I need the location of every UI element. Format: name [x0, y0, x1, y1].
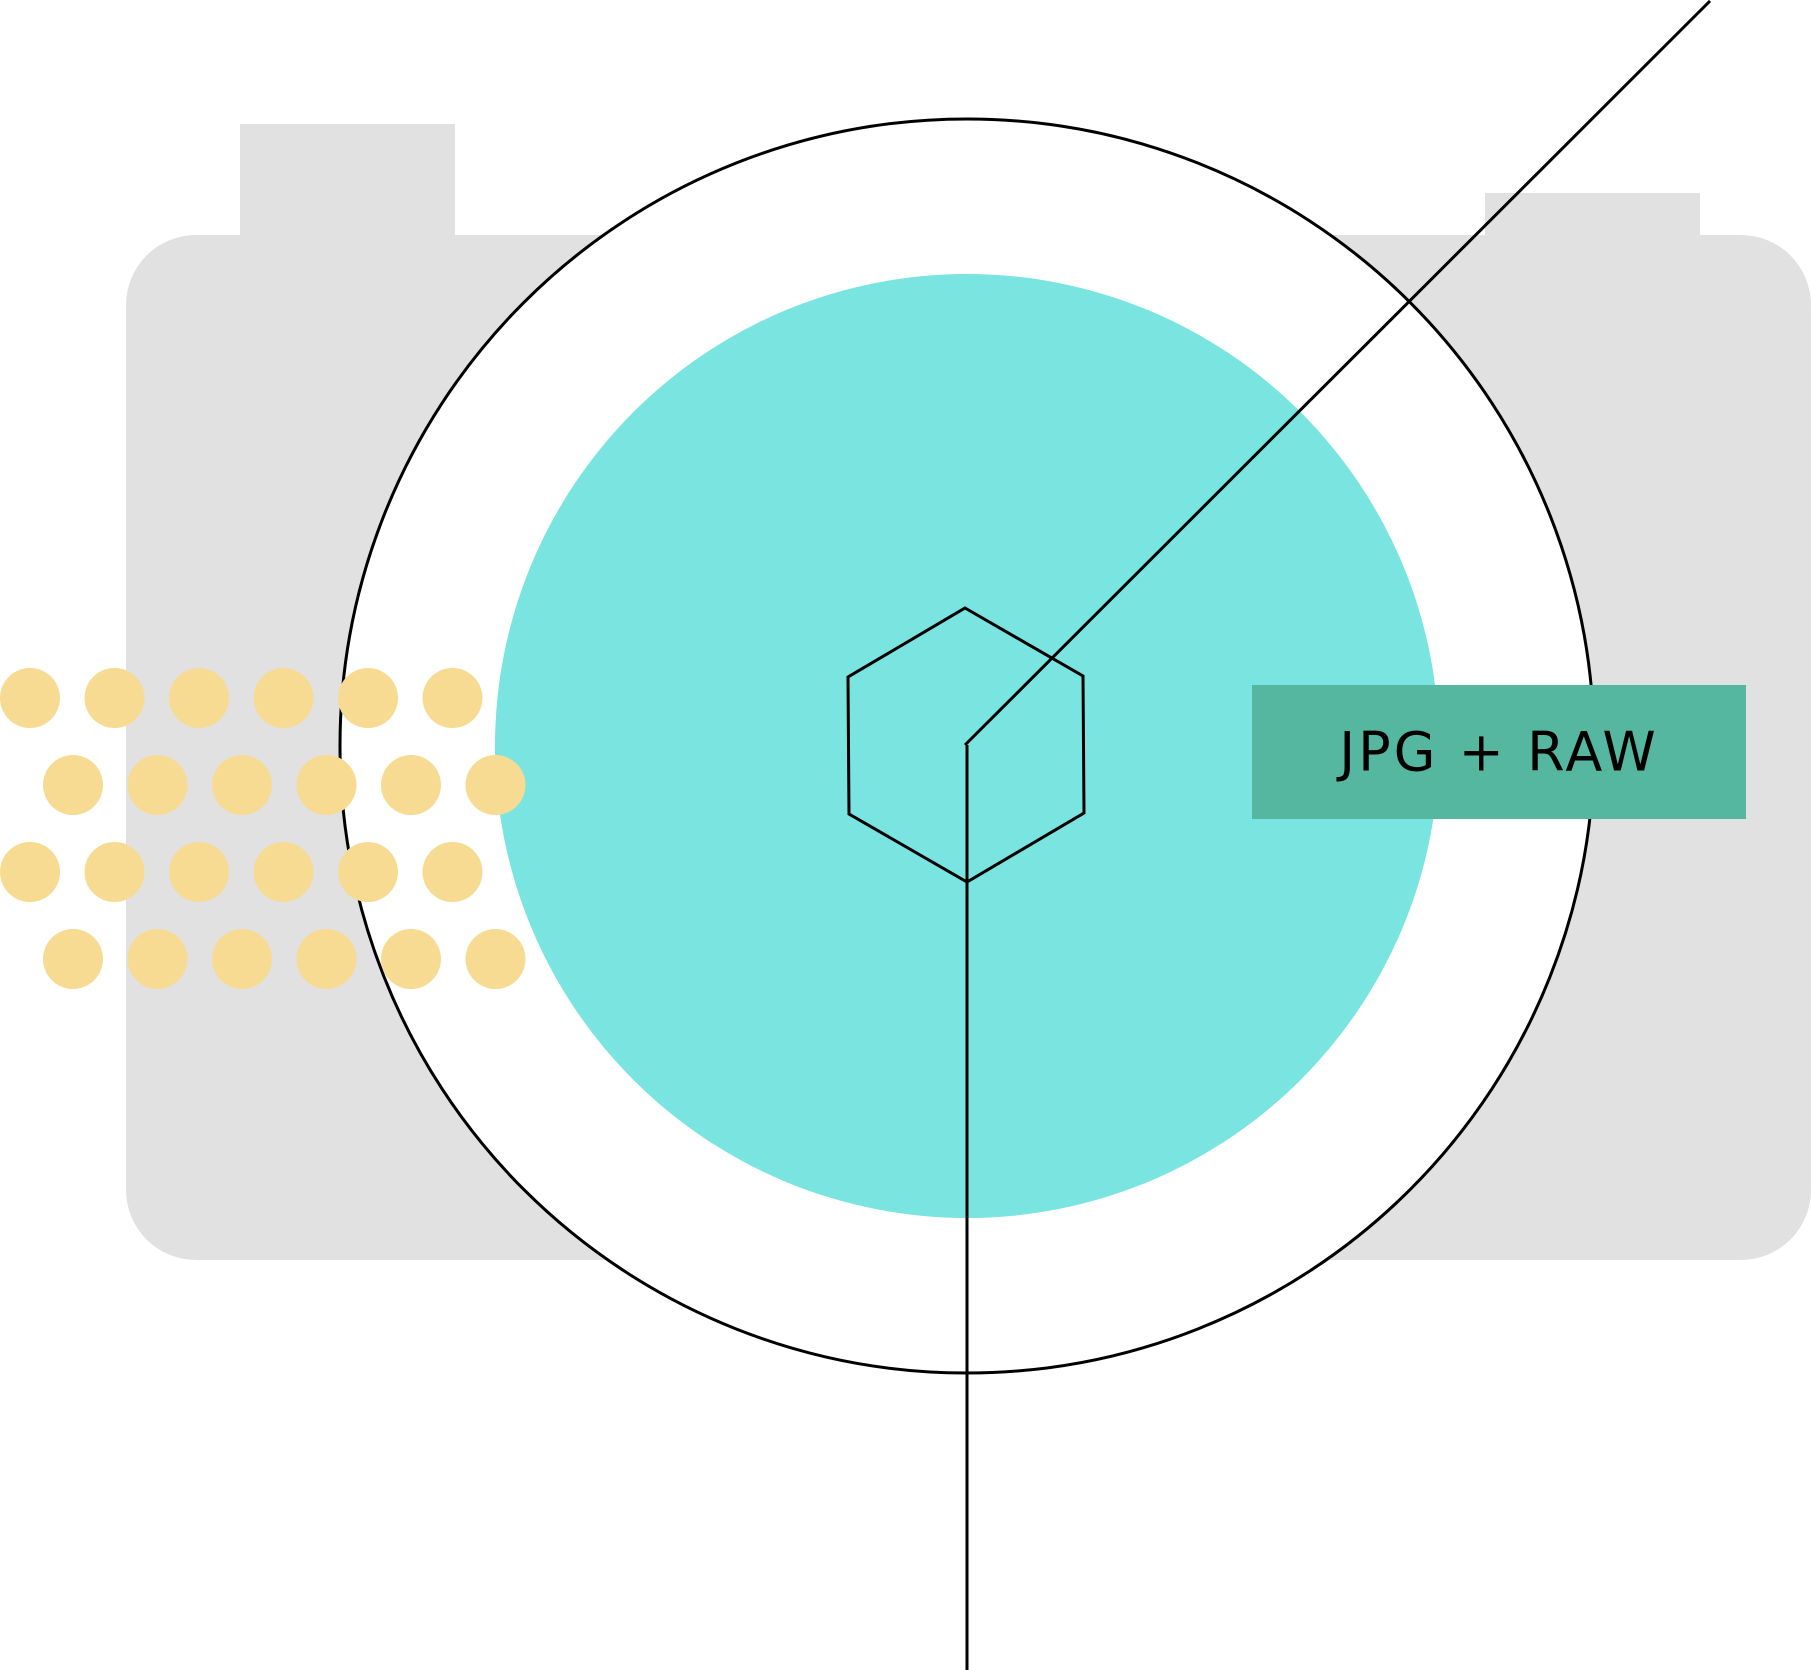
decor-dot — [127, 929, 188, 989]
decor-dot — [43, 929, 103, 989]
decor-dot — [0, 842, 60, 902]
decor-dot — [43, 755, 103, 815]
decor-dot — [422, 668, 483, 728]
decor-dot — [338, 668, 398, 728]
decor-dot — [253, 668, 314, 728]
decor-dot — [465, 755, 526, 815]
decor-dot — [84, 842, 145, 902]
decor-dot — [381, 755, 441, 815]
decor-dot — [296, 755, 357, 815]
decor-dot — [296, 929, 357, 989]
shutter-button-left — [240, 124, 455, 244]
decor-dot — [338, 842, 398, 902]
decor-dot — [422, 842, 483, 902]
decor-dot — [381, 929, 441, 989]
decor-dot — [84, 668, 145, 728]
diagonal-pointer-line — [963, 0, 1712, 747]
decor-dot — [169, 668, 229, 728]
decor-dot — [169, 842, 229, 902]
flash-mount-right — [1485, 193, 1700, 253]
decor-dot — [253, 842, 314, 902]
decor-dot — [212, 755, 272, 815]
decor-dot — [212, 929, 272, 989]
decor-dot — [127, 755, 188, 815]
format-badge: JPG + RAW — [1252, 685, 1746, 819]
decor-dot — [0, 668, 60, 728]
dot-grid-pattern — [0, 668, 526, 989]
decor-dot — [465, 929, 526, 989]
format-badge-label: JPG + RAW — [1336, 721, 1659, 784]
format-badge-background — [1252, 685, 1746, 819]
